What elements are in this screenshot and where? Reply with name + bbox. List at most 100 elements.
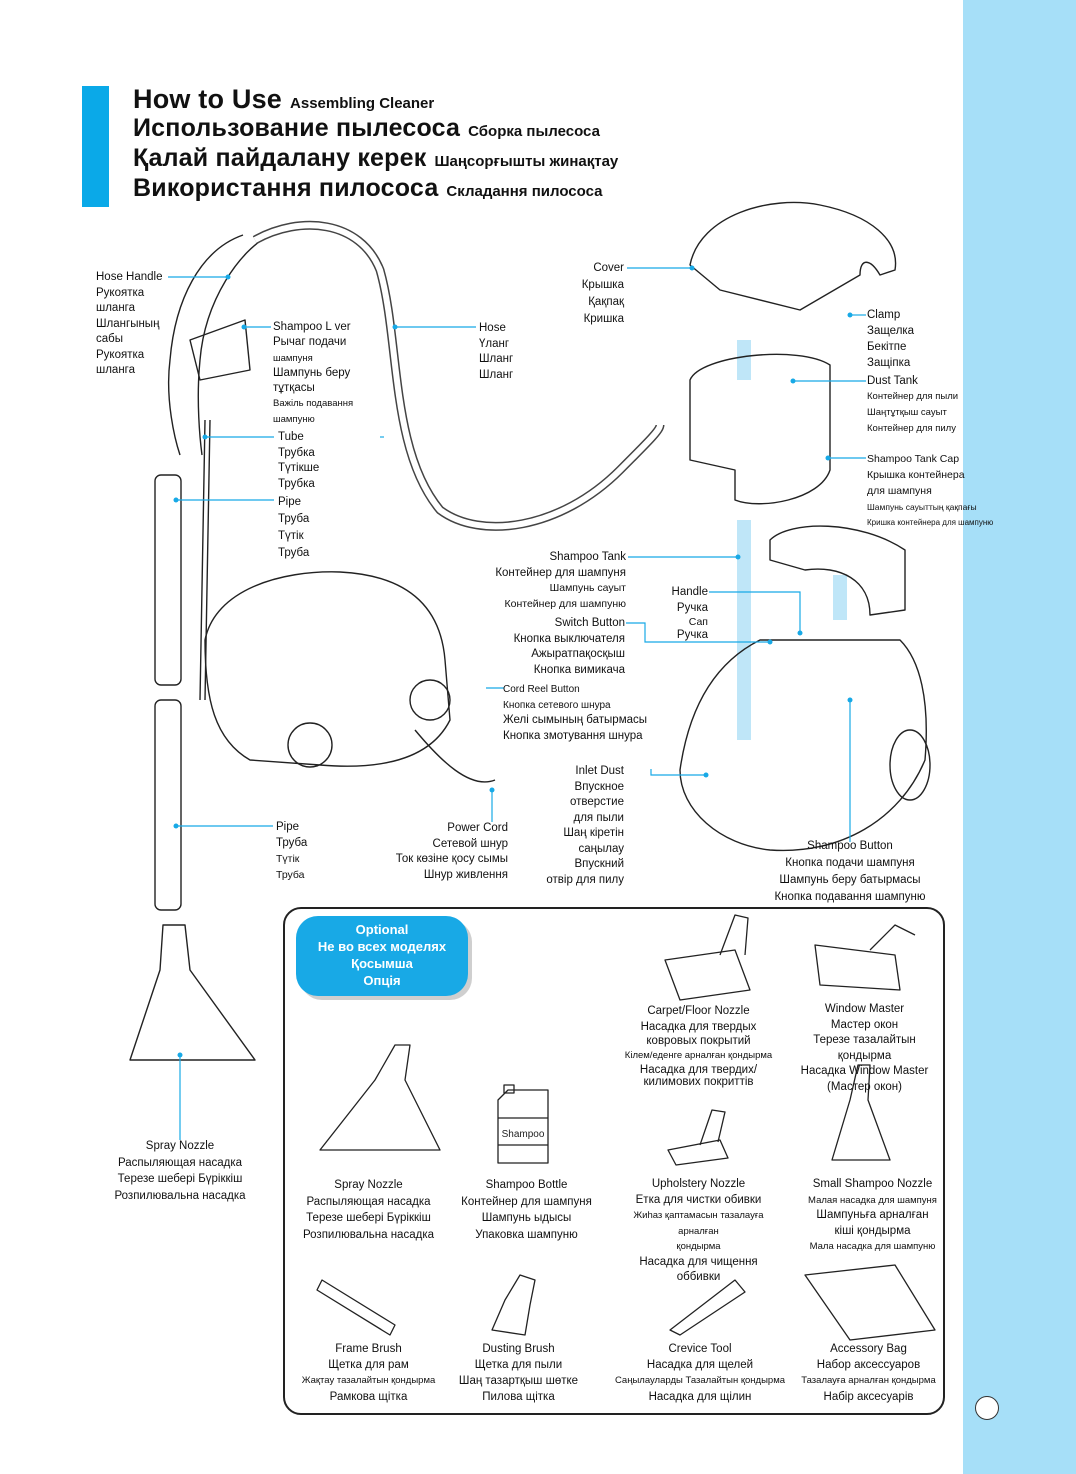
hose-handle-shape	[167, 234, 244, 456]
cover-shape	[689, 201, 897, 311]
label-line: Түтікше	[278, 462, 320, 474]
label-line: Защелка	[867, 325, 915, 337]
optional-accessories-panel	[283, 907, 945, 1415]
label-line: Труба	[276, 837, 308, 849]
spray-nozzle-accessory-icon	[319, 1044, 441, 1151]
label-line: Трубка	[278, 477, 315, 490]
item-line: Spray Nozzle	[334, 1179, 403, 1191]
label-line: Шланг	[479, 368, 514, 381]
item-line: Терезе шебері Бүріккіш	[306, 1212, 431, 1224]
label-line: Кнопка змотування шнура	[503, 729, 643, 742]
item-line: Shampoo Bottle	[485, 1179, 568, 1191]
item-line: Контейнер для шампуня	[461, 1195, 592, 1208]
carpet-floor-nozzle-icon	[664, 914, 751, 1001]
page-number-circle	[975, 1396, 999, 1420]
item-line: Набір аксесуарів	[823, 1391, 914, 1403]
label-line: для шампуня	[867, 485, 932, 497]
title-accent-bar	[82, 86, 109, 207]
label-line: Сап	[688, 616, 708, 628]
label-line: Рукоятка	[96, 286, 145, 299]
label-line: Cover	[593, 262, 624, 274]
label-dust-tank: Dust Tank Контейнер для пыли Шаңтұтқыш с…	[867, 373, 958, 437]
shampoo-bottle-text: Shampoo	[502, 1129, 545, 1140]
label-line: Кнопка подавання шампуню	[774, 891, 926, 903]
optional-badge: Optional Не во всех моделях Қосымша Опці…	[296, 916, 468, 996]
title-sub: Складання пилососа	[446, 183, 603, 200]
item-line: Распыляющая насадка	[306, 1195, 431, 1208]
label-line: Кришка	[583, 313, 624, 325]
label-line: Шампунь сауыт	[549, 582, 626, 594]
label-pipe-lower: Pipe Труба Түтік Труба	[276, 819, 307, 883]
item-line: Window Master	[824, 1003, 905, 1015]
accessory-small-shampoo-nozzle: Small Shampoo Nozzle Малая насадка для ш…	[790, 1177, 955, 1255]
label-line: Защіпка	[867, 357, 911, 369]
item-line: Набор аксессуаров	[816, 1359, 921, 1371]
label-inlet-dust: Inlet Dust Впускное отверстие для пыли Ш…	[520, 764, 624, 888]
label-line: тұтқасы	[273, 382, 315, 395]
item-line: Small Shampoo Nozzle	[812, 1178, 933, 1190]
item-line: Жақтау тазалайтын қондырма	[301, 1375, 436, 1386]
label-line: Шланг	[479, 353, 514, 365]
leader-lines	[168, 267, 866, 1140]
pipe-upper-shape	[154, 474, 182, 686]
label-line: для пыли	[573, 811, 624, 824]
label-line: Clamp	[867, 309, 901, 321]
label-line: шампуня	[273, 352, 313, 364]
wheel	[889, 729, 931, 801]
label-line: Кнопка подачи шампуня	[785, 857, 915, 869]
label-shampoo-tank-cap: Shampoo Tank Cap Крышка контейнера для ш…	[867, 451, 993, 531]
item-line: Малая насадка для шампуня	[808, 1194, 937, 1206]
label-clamp: Clamp Защелка Бекітпе Защіпка	[867, 307, 914, 371]
badge-line: Қосымша	[351, 956, 413, 971]
label-line: Труба	[278, 513, 310, 525]
item-line: Щетка для пыли	[474, 1359, 563, 1371]
label-line: Shampoo L ver	[273, 321, 351, 333]
label-line: Шампунь сауыттың қақпағы	[867, 502, 977, 512]
label-line: Түтік	[276, 853, 300, 865]
label-line: Inlet Dust	[575, 765, 624, 777]
label-line: Труба	[276, 869, 305, 881]
title-sub: Шаңсорғышты жинақтау	[434, 153, 619, 170]
label-shampoo-button: Shampoo Button Кнопка подачи шампуня Шам…	[760, 838, 940, 906]
item-line: Пилова щітка	[482, 1391, 555, 1403]
item-line: Рамкова щітка	[329, 1391, 408, 1403]
label-line: Ток көзіне қосу сымы	[395, 853, 508, 865]
side-color-band	[963, 0, 1076, 1474]
shampoo-bottle-icon	[497, 1084, 549, 1164]
label-line: Ручка	[676, 629, 708, 641]
label-line: Сетевой шнур	[432, 837, 508, 850]
dusting-brush-icon	[491, 1274, 536, 1336]
label-line: Контейнер для пыли	[867, 391, 959, 402]
label-line: Трубка	[278, 446, 315, 459]
cleaner-body-open	[679, 639, 927, 852]
item-line: Насадка Window Master	[800, 1065, 929, 1077]
label-line: шампуню	[273, 413, 315, 425]
item-line: Саңылауларды Тазалайтын қондырма	[614, 1375, 786, 1386]
shampoo-lever-shape	[189, 319, 251, 381]
item-line: Шампуньға арналған	[816, 1209, 929, 1221]
label-line: Hose Handle	[96, 271, 163, 283]
accessory-carpet-floor-nozzle: Carpet/Floor Nozzle Насадка для твердых …	[616, 1004, 781, 1088]
label-line: Рычаг подачи	[273, 336, 347, 349]
title-sub: Сборка пылесоса	[468, 123, 600, 140]
label-line: Желі сымының батырмасы	[503, 714, 648, 726]
assembly-arrow	[833, 575, 847, 620]
accessory-frame-brush: Frame Brush Щетка для рам Жақтау тазалай…	[286, 1341, 451, 1405]
item-line: Crevice Tool	[668, 1343, 732, 1355]
label-line: Shampoo Tank Cap	[867, 453, 960, 465]
label-line: Қақпақ	[588, 296, 624, 308]
label-line: отверстие	[569, 796, 624, 808]
item-line: Етка для чистки обивки	[635, 1193, 762, 1206]
label-line: Крышка контейнера	[867, 469, 965, 481]
power-cord-shape	[414, 729, 496, 783]
label-line: Кнопка выключателя	[513, 632, 625, 645]
item-line: Шаң тазартқыш шөтке	[458, 1375, 579, 1387]
accessory-spray-nozzle: Spray Nozzle Распыляющая насадка Терезе …	[286, 1177, 451, 1243]
label-line: Shampoo Button	[807, 840, 893, 852]
label-line: отвір для пилу	[546, 873, 624, 886]
